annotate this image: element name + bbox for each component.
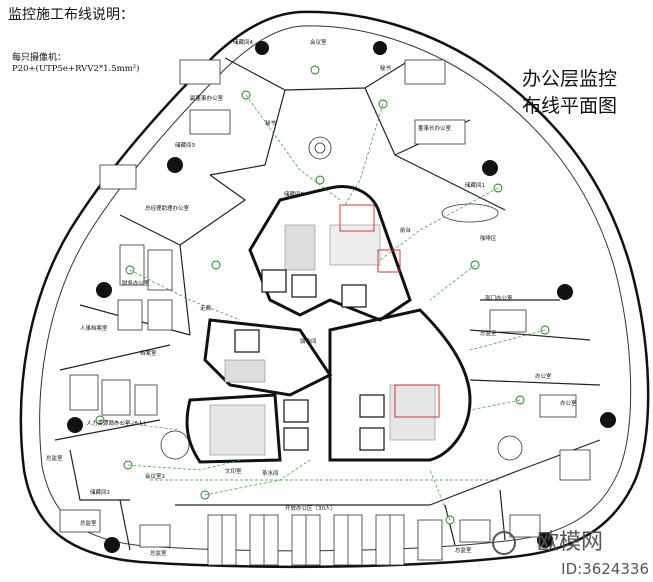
building-outer-wall xyxy=(19,10,650,569)
open-office-desks xyxy=(207,514,443,566)
building-inner-wall xyxy=(39,25,632,552)
label-print: 文印室 xyxy=(225,467,242,475)
label-meeting2: 会议室2 xyxy=(145,472,165,480)
label-office-r1: 办公室 xyxy=(535,372,552,380)
central-core xyxy=(185,185,472,464)
label-office-bl: 总监室 xyxy=(80,519,97,527)
label-secretary-r: 秘书 xyxy=(380,64,392,72)
label-deputy-gm: 副董事办公室 xyxy=(190,94,224,102)
label-office-r2: 办公室 xyxy=(560,399,577,407)
label-electric-room: 弱电间 xyxy=(300,337,317,345)
label-storage-r: 储藏间1 xyxy=(465,181,485,189)
label-gm-assistant: 总经理助理办公室 xyxy=(145,204,190,212)
core-hatching xyxy=(209,224,436,456)
label-office-l: 总监室 xyxy=(46,454,63,462)
wiring-notes-title: 监控施工布线说明： xyxy=(8,7,134,23)
watermark-logo-icon xyxy=(492,531,516,555)
camera-spec: P20+(UTP5e+RVV2*1.5mm²) xyxy=(12,64,140,74)
label-office-bc: 总监室 xyxy=(150,549,167,557)
watermark-id: ID:3624336 xyxy=(561,560,649,578)
plan-title: 办公层监控布线平面图 xyxy=(522,68,618,117)
room-labels: 会议室 储藏间4 副董事办公室 秘书 秘书 董事长办公室 总经理助理办公室 储藏… xyxy=(46,38,577,557)
riser-boxes xyxy=(339,204,440,418)
label-supervisor-r: 总监室 xyxy=(480,329,497,337)
label-storage-center: 储藏间5 xyxy=(284,190,305,198)
label-chairman: 董事长办公室 xyxy=(418,124,452,132)
label-corridor: 走廊 xyxy=(200,304,212,312)
label-coffee: 咖啡区 xyxy=(480,234,497,242)
label-hr: 人事档案室 xyxy=(80,324,108,332)
label-pantry: 茶水间 xyxy=(262,469,279,477)
left-office-desks xyxy=(59,59,231,548)
label-storage-tl: 储藏间4 xyxy=(233,38,254,46)
label-meeting-room-top: 会议室 xyxy=(310,38,327,46)
label-admin: 行政、人力资源部办公室 (8人) xyxy=(70,419,146,427)
camera-heading: 每只摄像机： xyxy=(12,53,67,63)
label-storage-ml: 储藏间3 xyxy=(175,141,196,149)
label-secretary-l: 秘书 xyxy=(265,119,277,127)
watermark-brand: 欧模网 xyxy=(536,530,603,555)
right-office-desks xyxy=(160,59,591,543)
label-storage-l: 储藏间2 xyxy=(90,488,110,496)
monitoring-wiring xyxy=(99,94,546,521)
structural-columns xyxy=(67,41,616,553)
label-archives: 档案室 xyxy=(140,349,157,357)
elevator-boxes xyxy=(234,269,385,451)
label-dept-r: 部门办公室 xyxy=(485,294,513,302)
label-reception: 前台 xyxy=(400,226,412,234)
label-office-br: 总监室 xyxy=(455,546,472,554)
label-open-office: 开放办公区（30人） xyxy=(285,504,336,512)
label-finance: 财务办公室 xyxy=(122,279,150,287)
